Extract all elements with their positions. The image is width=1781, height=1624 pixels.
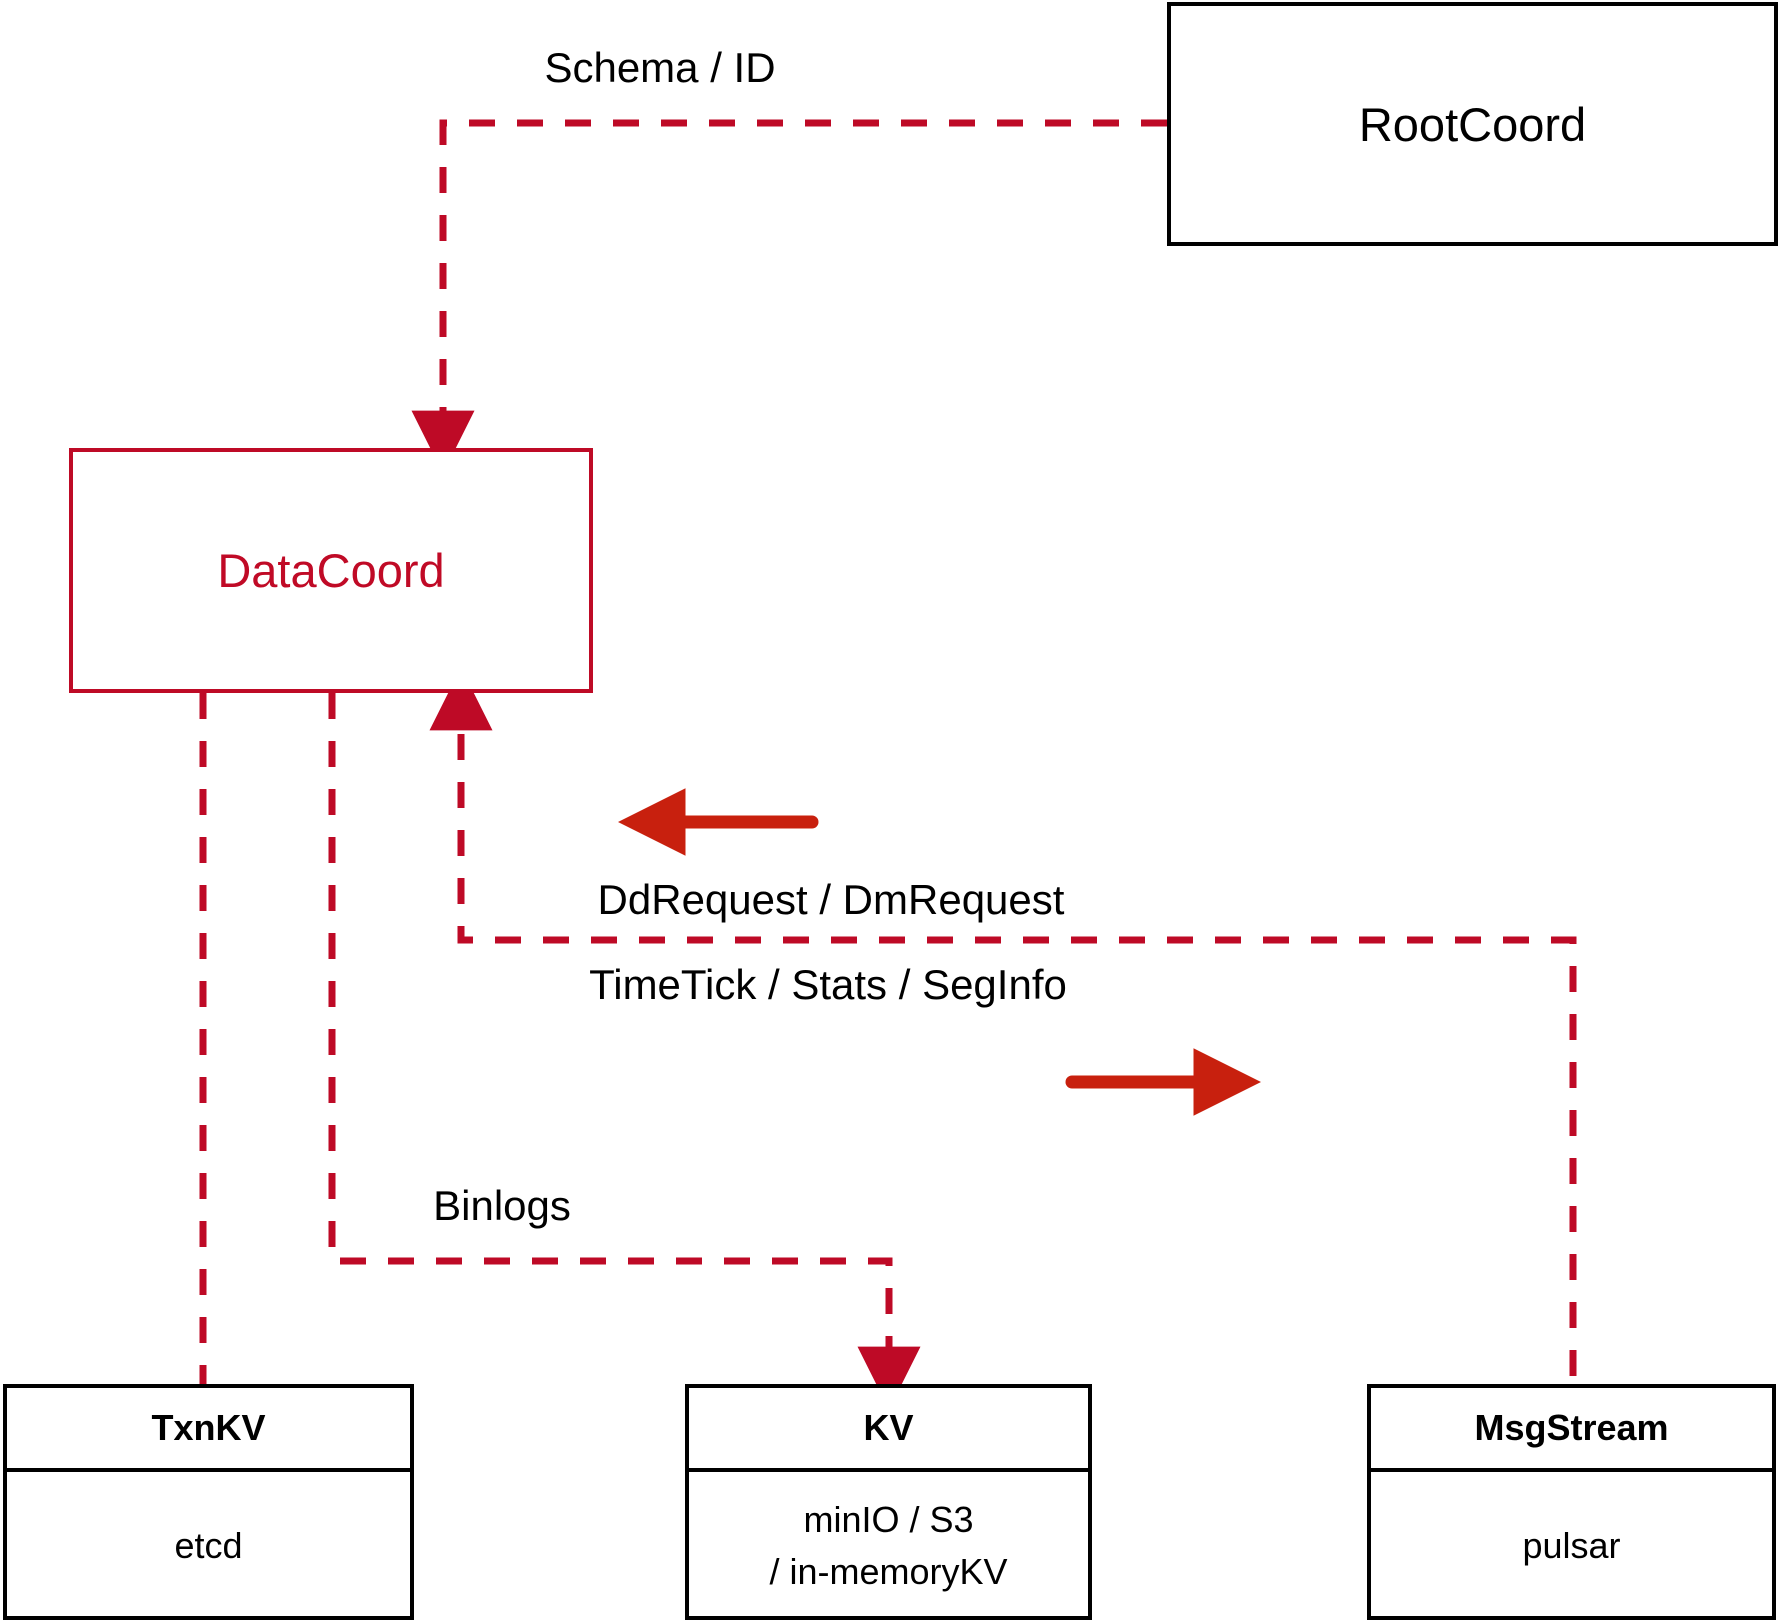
node-rootcoord[interactable]: RootCoord	[1167, 2, 1778, 246]
node-txnkv-body: etcd	[7, 1472, 410, 1620]
node-msgstream-body: pulsar	[1371, 1472, 1772, 1620]
node-msgstream-title: MsgStream	[1371, 1388, 1772, 1472]
edge-label-schema-id: Schema / ID	[544, 44, 776, 91]
node-txnkv-body-line-1: etcd	[174, 1524, 243, 1566]
node-datacoord[interactable]: DataCoord	[69, 448, 593, 693]
node-datacoord-label: DataCoord	[217, 544, 445, 597]
node-txnkv[interactable]: TxnKV etcd	[3, 1384, 414, 1620]
edge-label-dd-dm-request: DdRequest / DmRequest	[597, 876, 1065, 923]
node-kv-body-line-2: / in-memoryKV	[769, 1551, 1008, 1592]
edge-msgstream-to-datacoord	[429, 667, 1577, 1376]
edge-label-binlogs: Binlogs	[433, 1182, 571, 1229]
node-kv-body: minIO / S3 / in-memoryKV	[689, 1472, 1088, 1620]
edge-label-timetick-stats-seginfo: TimeTick / Stats / SegInfo	[589, 961, 1067, 1008]
edge-rootcoord-to-datacoord	[411, 119, 1167, 474]
node-msgstream-body-line-1: pulsar	[1522, 1524, 1621, 1566]
node-kv-title: KV	[689, 1388, 1088, 1472]
edge-datacoord-to-kv	[328, 693, 921, 1410]
node-kv-body-line-1: minIO / S3	[803, 1498, 974, 1540]
node-msgstream[interactable]: MsgStream pulsar	[1367, 1384, 1776, 1620]
node-txnkv-title: TxnKV	[7, 1388, 410, 1472]
node-rootcoord-label: RootCoord	[1358, 97, 1587, 151]
node-kv[interactable]: KV minIO / S3 / in-memoryKV	[685, 1384, 1092, 1620]
